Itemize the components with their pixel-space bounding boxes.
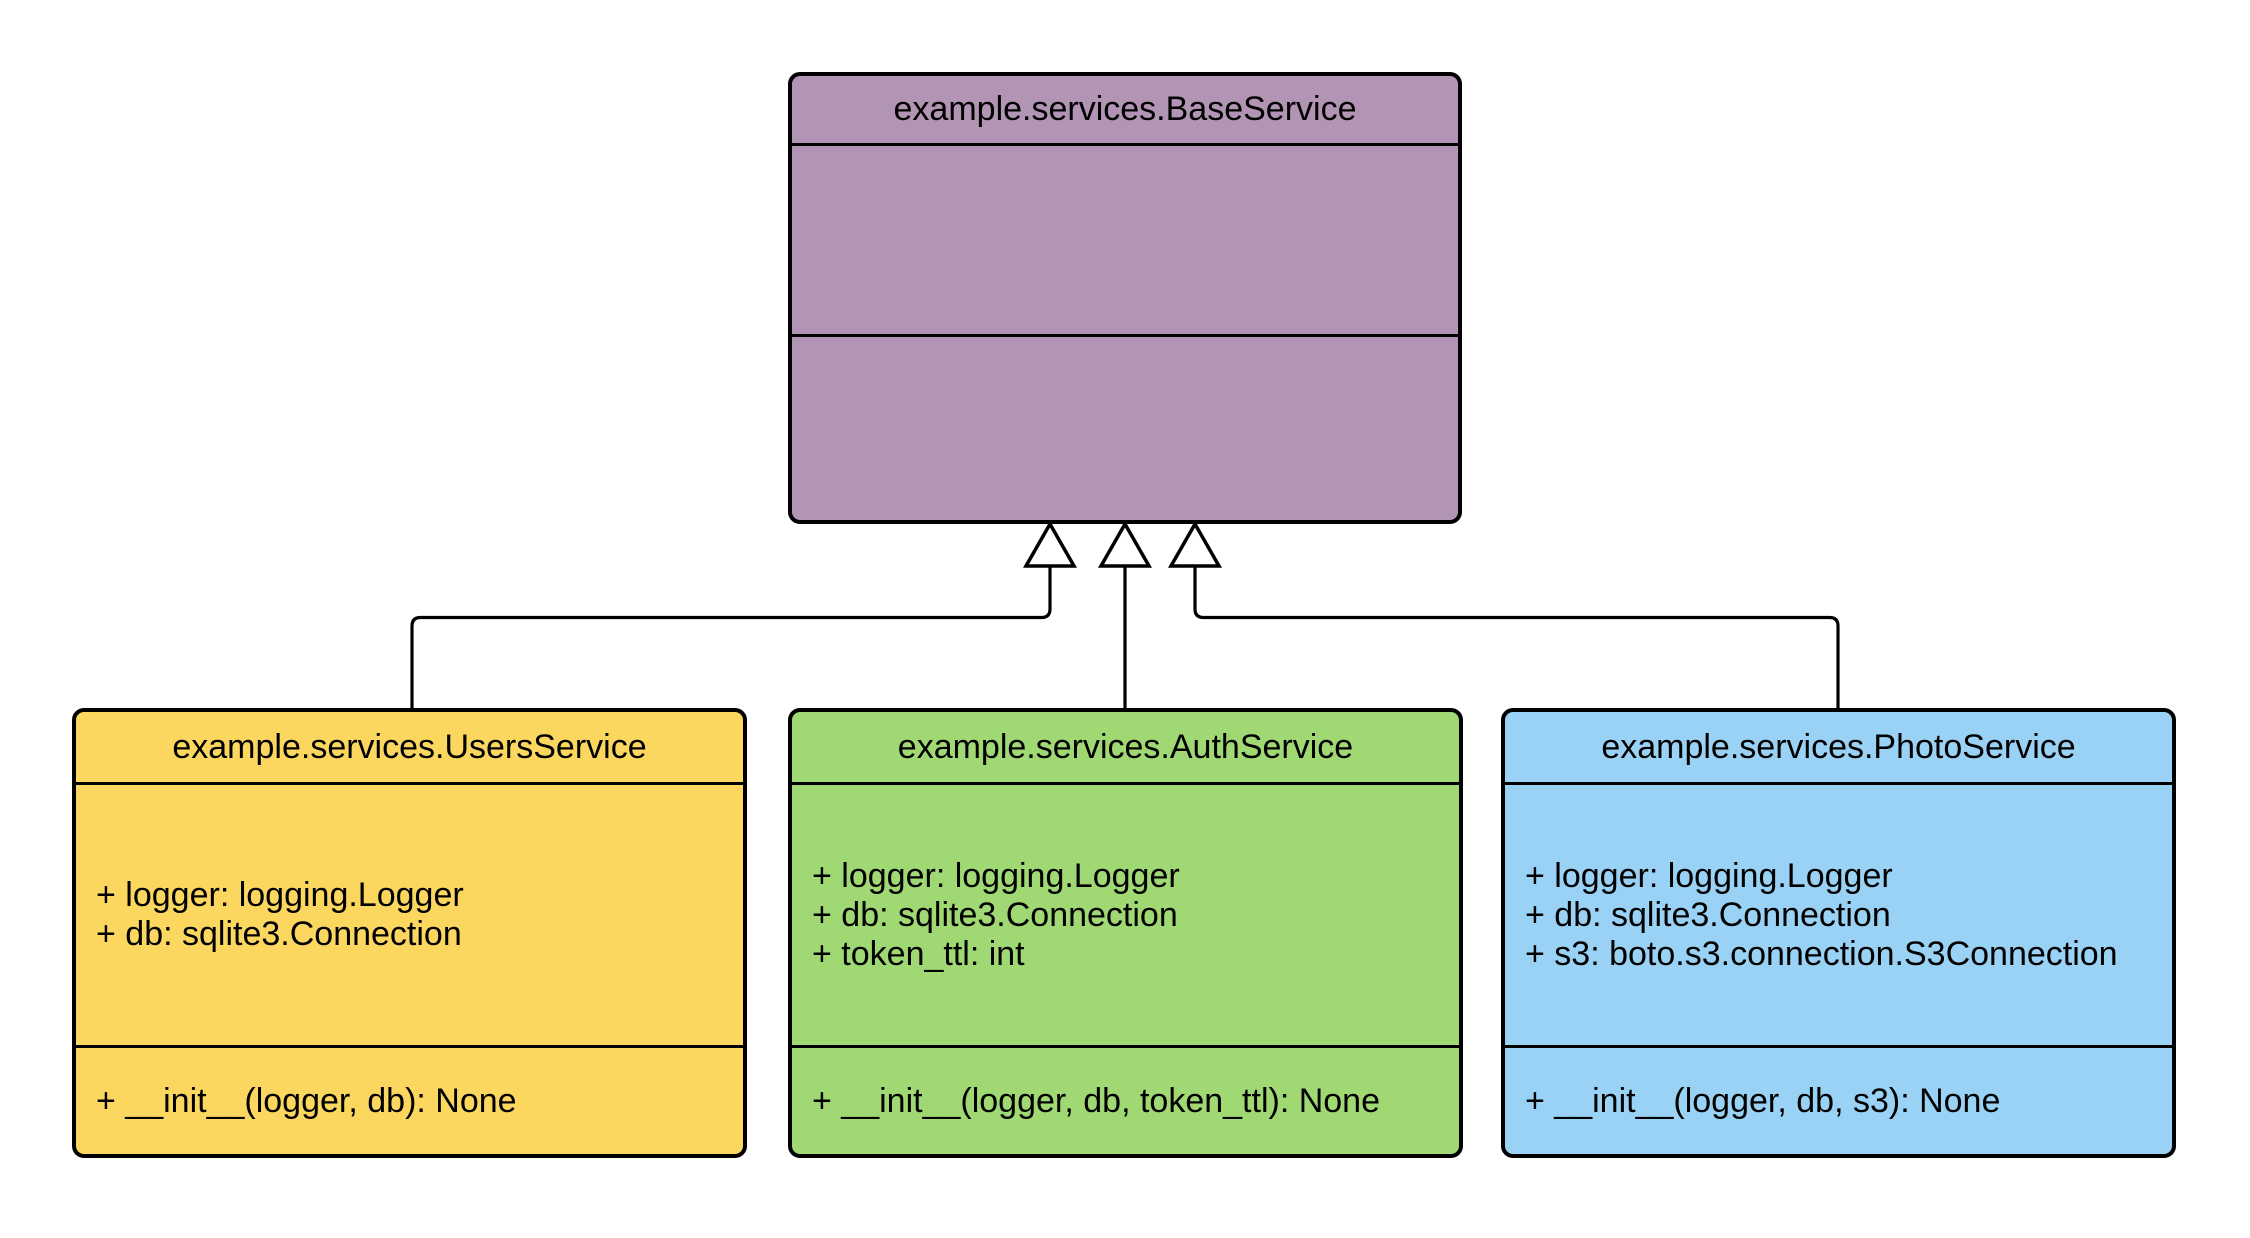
method-row: + __init__(logger, db, s3): None xyxy=(1525,1081,2001,1120)
class-methods-section xyxy=(792,337,1458,520)
class-box-baseservice: example.services.BaseService xyxy=(788,72,1462,524)
attribute-row: + logger: logging.Logger xyxy=(812,856,1180,895)
attribute-row: + db: sqlite3.Connection xyxy=(1525,895,1891,934)
inheritance-edge-users-to-base xyxy=(410,566,1052,709)
attribute-row: + db: sqlite3.Connection xyxy=(812,895,1178,934)
attribute-row: + logger: logging.Logger xyxy=(96,876,464,914)
method-row: + __init__(logger, db): None xyxy=(96,1081,517,1120)
inheritance-edge-photo-to-base xyxy=(1193,566,1840,709)
attribute-row: + s3: boto.s3.connection.S3Connection xyxy=(1525,934,2118,973)
class-box-photoservice: example.services.PhotoService + logger: … xyxy=(1501,708,2176,1158)
class-box-usersservice: example.services.UsersService + logger: … xyxy=(72,708,747,1158)
class-attributes-section xyxy=(792,146,1458,337)
inheritance-arrow-icon xyxy=(1097,520,1153,568)
class-title: example.services.PhotoService xyxy=(1505,712,2172,785)
class-title: example.services.AuthService xyxy=(792,712,1459,785)
attribute-row: + token_ttl: int xyxy=(812,934,1025,973)
class-methods-section: + __init__(logger, db, s3): None xyxy=(1505,1048,2172,1154)
class-title: example.services.BaseService xyxy=(792,76,1458,146)
inheritance-arrow-icon xyxy=(1167,520,1223,568)
class-attributes-section: + logger: logging.Logger + db: sqlite3.C… xyxy=(792,785,1459,1048)
class-attributes-section: + logger: logging.Logger + db: sqlite3.C… xyxy=(76,785,743,1048)
class-attributes-section: + logger: logging.Logger + db: sqlite3.C… xyxy=(1505,785,2172,1048)
attribute-row: + db: sqlite3.Connection xyxy=(96,915,462,953)
class-box-authservice: example.services.AuthService + logger: l… xyxy=(788,708,1463,1158)
method-row: + __init__(logger, db, token_ttl): None xyxy=(812,1081,1380,1120)
attribute-row: + logger: logging.Logger xyxy=(1525,856,1893,895)
inheritance-arrow-icon xyxy=(1022,520,1078,568)
class-title: example.services.UsersService xyxy=(76,712,743,785)
class-methods-section: + __init__(logger, db, token_ttl): None xyxy=(792,1048,1459,1154)
class-methods-section: + __init__(logger, db): None xyxy=(76,1048,743,1154)
